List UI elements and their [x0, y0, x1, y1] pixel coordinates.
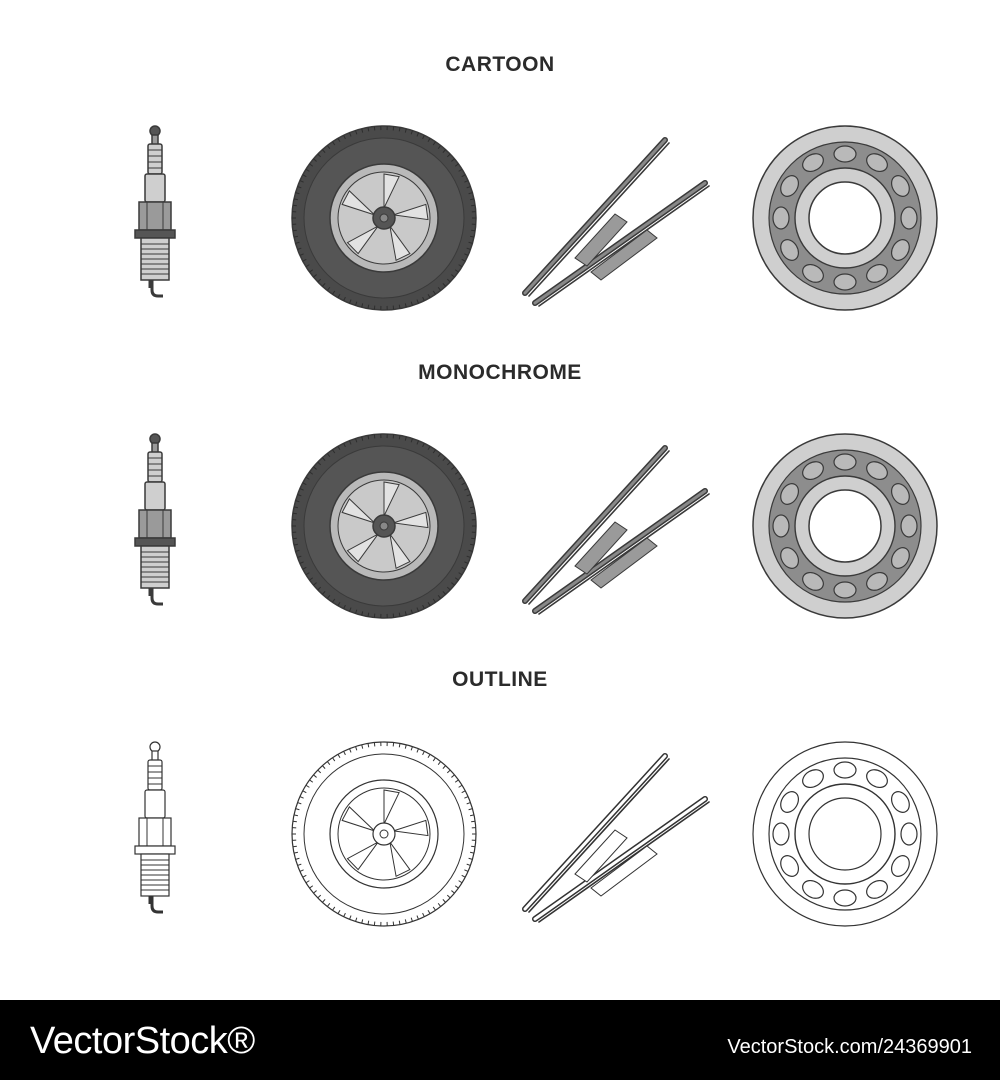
ball-bearing-icon	[745, 118, 945, 318]
section-title-monochrome: MONOCHROME	[418, 361, 582, 384]
wiper-blades-icon	[515, 734, 715, 934]
section-title-cartoon: CARTOON	[445, 53, 555, 76]
ball-bearing-icon	[745, 426, 945, 626]
icon-row-cartoon	[0, 118, 1000, 318]
wiper-blades-icon	[515, 118, 715, 318]
icon-row-outline	[0, 734, 1000, 934]
spark-plug-icon	[55, 734, 255, 934]
vectorstock-logo[interactable]: VectorStock®	[30, 1020, 255, 1062]
ball-bearing-icon	[745, 734, 945, 934]
spark-plug-icon	[55, 118, 255, 318]
section-title-outline: OUTLINE	[452, 668, 548, 691]
wiper-blades-icon	[515, 426, 715, 626]
footer-bar: VectorStock® VectorStock.com/24369901	[0, 1000, 1000, 1080]
tire-icon	[284, 426, 484, 626]
spark-plug-icon	[55, 426, 255, 626]
tire-icon	[284, 734, 484, 934]
icon-row-monochrome	[0, 426, 1000, 626]
stock-id-link[interactable]: VectorStock.com/24369901	[727, 1036, 972, 1058]
tire-icon	[284, 118, 484, 318]
